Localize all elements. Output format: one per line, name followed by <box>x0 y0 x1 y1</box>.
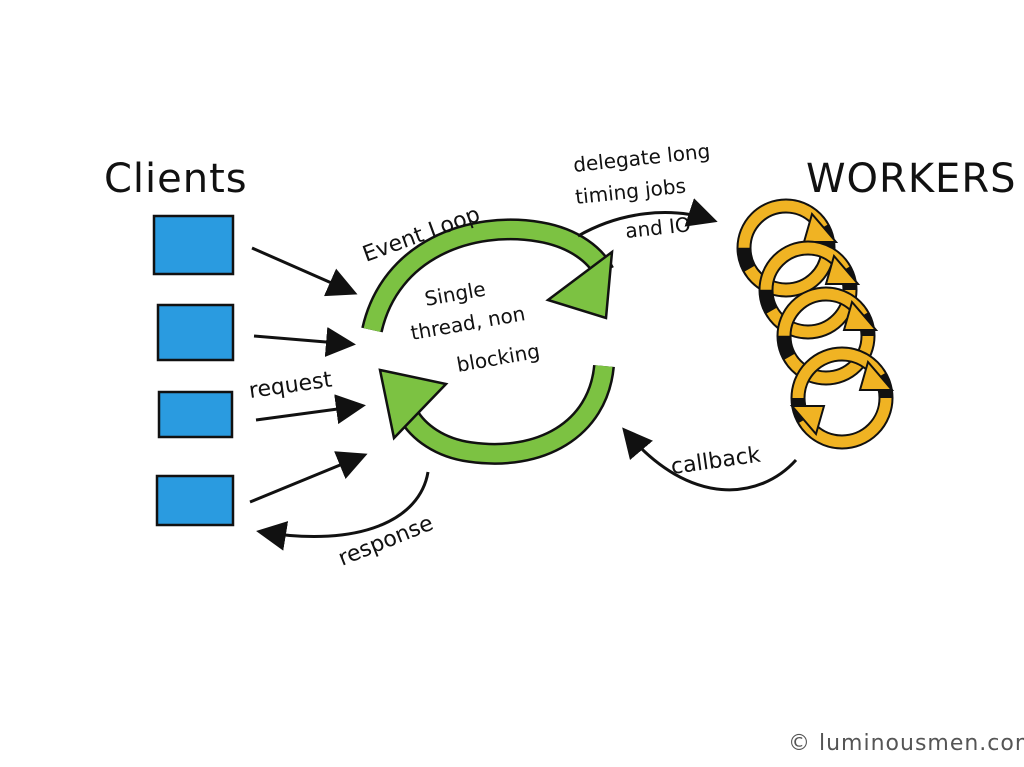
arrow-icon <box>253 327 356 357</box>
callback-label: callback <box>669 443 762 480</box>
client-box-4 <box>155 474 235 527</box>
clients-group <box>152 214 235 527</box>
worker-cycle-4 <box>789 346 895 450</box>
arrow-icon <box>251 246 358 297</box>
cycle-arrows-icon <box>824 253 861 285</box>
credit-text: © luminousmen.com <box>788 731 1024 756</box>
cycle-arrows-icon <box>858 359 895 391</box>
client-box-2 <box>156 303 235 362</box>
callback-arrow <box>622 427 798 492</box>
workers-group <box>736 198 895 450</box>
loop-inner-text: Single thread, non blocking <box>409 277 542 377</box>
cycle-arrows-icon <box>378 368 449 441</box>
client-box-1 <box>152 214 235 276</box>
delegate-line-1: delegate long <box>572 139 711 177</box>
client-box-3 <box>157 390 234 439</box>
clients-title: Clients <box>104 156 248 202</box>
worker-cycle-3 <box>776 286 879 386</box>
delegate-arrow <box>577 198 718 238</box>
cycle-arrows-icon <box>842 299 879 331</box>
event-loop-cycle <box>361 218 615 465</box>
loop-arc-bottom-fill <box>400 364 613 463</box>
arrow-icon <box>249 451 368 504</box>
request-label: request <box>247 367 334 403</box>
response-label: response <box>335 511 437 572</box>
cycle-arrows-icon <box>545 249 614 320</box>
arrow-icon <box>255 394 366 425</box>
loop-arc-top-fill <box>363 220 612 333</box>
cycle-arrows-icon <box>789 405 826 437</box>
worker-cycle-2 <box>758 240 861 340</box>
workers-title: WORKERS <box>806 156 1017 202</box>
loop-inner-line-3: blocking <box>455 339 542 377</box>
request-arrows <box>249 246 368 504</box>
response-arrow <box>256 471 430 551</box>
delegate-line-2: timing jobs <box>574 173 687 208</box>
loop-inner-line-1: Single <box>423 277 488 311</box>
